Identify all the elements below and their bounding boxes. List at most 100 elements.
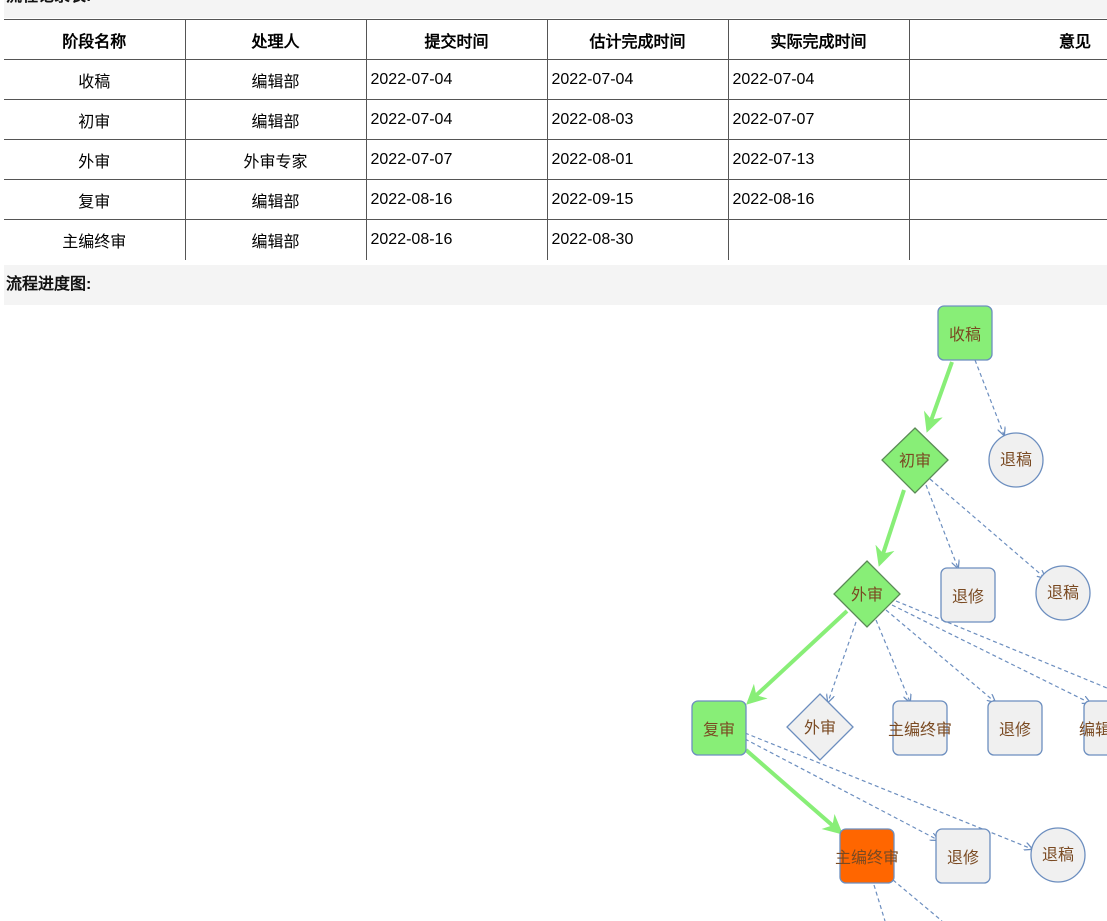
node-zhubian-current-label: 主编终审 [835, 849, 899, 867]
node-shougao-shape [937, 305, 993, 361]
cell-handler: 编辑部 [185, 179, 367, 220]
cell-opinion [909, 179, 1107, 220]
node-fushen-shape [691, 700, 747, 756]
cell-estimated-time: 2022-08-30 [547, 219, 729, 260]
progress-edges [744, 361, 954, 835]
edge-chushen-tuixiu [925, 484, 958, 568]
node-waishen-option-label: 外审 [804, 719, 836, 737]
node-tuixiu-1-shape [940, 567, 996, 623]
progress-chart-heading: 流程进度图: [4, 265, 1107, 305]
node-chushen-shape [881, 427, 949, 494]
node-shougao[interactable]: 收稿 [937, 305, 993, 361]
edge-waishen-offscreen [895, 600, 1107, 689]
col-header-estimated-time: 估计完成时间 [547, 19, 729, 60]
cell-estimated-time: 2022-08-01 [547, 139, 729, 180]
cell-stage: 收稿 [4, 59, 186, 100]
cell-stage: 外审 [4, 139, 186, 180]
edge-waishen-waishen [828, 621, 857, 702]
cell-submit-time: 2022-07-04 [366, 99, 548, 140]
node-tuixiu-3[interactable]: 退修 [935, 828, 991, 884]
cell-stage: 主编终审 [4, 219, 186, 260]
node-tuigao-1-label: 退稿 [1000, 451, 1032, 469]
process-flow-diagram: 收稿 退稿 初审 退修 退稿 外审 复审 外审 主编终审 退修 编辑 [691, 305, 1107, 921]
cell-actual-time: 2022-07-04 [728, 59, 910, 100]
node-tuixiu-2-shape [987, 700, 1043, 756]
node-tuixiu-3-shape [935, 828, 991, 884]
cell-actual-time: 2022-08-16 [728, 179, 910, 220]
node-waishen-shape [833, 560, 901, 628]
cell-handler: 编辑部 [185, 219, 367, 260]
col-header-stage: 阶段名称 [4, 19, 186, 60]
record-table-heading: 流程记录表: [4, 0, 1107, 18]
cell-actual-time: 2022-07-13 [728, 139, 910, 180]
col-header-submit-time: 提交时间 [366, 19, 548, 60]
process-record-table: 阶段名称 处理人 提交时间 估计完成时间 实际完成时间 意见 收稿 编辑部 20… [4, 19, 1107, 260]
node-zhubian-option-shape [892, 700, 948, 756]
cell-opinion [909, 99, 1107, 140]
node-tuigao-2-label: 退稿 [1047, 584, 1079, 602]
node-tuixiu-2[interactable]: 退修 [987, 700, 1043, 756]
node-tuixiu-2-label: 退修 [999, 721, 1031, 739]
col-header-opinion: 意见 [909, 19, 1107, 60]
node-zhubian-current[interactable]: 主编终审 [835, 828, 899, 884]
node-zhubian-option[interactable]: 主编终审 [888, 700, 952, 756]
node-tuigao-3-shape [1030, 827, 1086, 883]
table-header-row: 阶段名称 处理人 提交时间 估计完成时间 实际完成时间 意见 [4, 19, 1107, 60]
edge-fushen-zhubian [744, 748, 844, 835]
cell-handler: 外审专家 [185, 139, 367, 180]
node-tuixiu-1-label: 退修 [952, 588, 984, 606]
edge-zhubian-next-2 [892, 879, 943, 921]
table-row: 主编终审 编辑部 2022-08-16 2022-08-30 [4, 219, 1107, 260]
node-tuigao-1[interactable]: 退稿 [988, 432, 1044, 488]
node-tuixiu-1[interactable]: 退修 [940, 567, 996, 623]
edge-waishen-tuixiu [885, 609, 995, 702]
cell-actual-time [728, 219, 910, 260]
node-fushen[interactable]: 复审 [691, 700, 747, 756]
node-zhubian-option-label: 主编终审 [888, 721, 952, 739]
node-fushen-label: 复审 [703, 721, 735, 739]
table-row: 收稿 编辑部 2022-07-04 2022-07-04 2022-07-04 [4, 59, 1107, 100]
col-header-actual-time: 实际完成时间 [728, 19, 910, 60]
node-waishen-option-shape [786, 693, 854, 761]
edge-fushen-tuigao [744, 732, 1032, 849]
edge-shougao-chushen [923, 361, 954, 433]
cell-actual-time: 2022-07-07 [728, 99, 910, 140]
edge-chushen-tuigao [929, 478, 1045, 578]
node-chushen[interactable]: 初审 [881, 427, 949, 494]
cell-estimated-time: 2022-08-03 [547, 99, 729, 140]
cell-handler: 编辑部 [185, 99, 367, 140]
cell-submit-time: 2022-08-16 [366, 219, 548, 260]
cell-estimated-time: 2022-09-15 [547, 179, 729, 220]
node-tuigao-1-shape [988, 432, 1044, 488]
cell-submit-time: 2022-08-16 [366, 179, 548, 220]
edge-waishen-zhubian [875, 619, 910, 702]
option-edges [744, 359, 1107, 921]
node-waishen-option[interactable]: 外审 [786, 693, 854, 761]
node-waishen-label: 外审 [851, 586, 883, 604]
table-row: 初审 编辑部 2022-07-04 2022-08-03 2022-07-07 [4, 99, 1107, 140]
cell-submit-time: 2022-07-07 [366, 139, 548, 180]
cell-handler: 编辑部 [185, 59, 367, 100]
edge-waishen-bianji [891, 604, 1090, 703]
cell-opinion [909, 59, 1107, 100]
cell-estimated-time: 2022-07-04 [547, 59, 729, 100]
node-bianji-cut-shape [1083, 700, 1107, 756]
node-chushen-label: 初审 [899, 452, 931, 470]
table-row: 复审 编辑部 2022-08-16 2022-09-15 2022-08-16 [4, 179, 1107, 220]
node-zhubian-current-shape [839, 828, 895, 884]
cell-stage: 复审 [4, 179, 186, 220]
edge-fushen-tuixiu [744, 738, 938, 840]
col-header-handler: 处理人 [185, 19, 367, 60]
cell-stage: 初审 [4, 99, 186, 140]
edge-zhubian-next-1 [873, 884, 886, 921]
table-row: 外审 外审专家 2022-07-07 2022-08-01 2022-07-13 [4, 139, 1107, 180]
edge-waishen-fushen [746, 609, 849, 705]
node-waishen[interactable]: 外审 [833, 560, 901, 628]
node-tuigao-3[interactable]: 退稿 [1030, 827, 1086, 883]
node-shougao-label: 收稿 [949, 326, 981, 344]
edge-shougao-tuigao [974, 359, 1004, 435]
node-tuixiu-3-label: 退修 [947, 849, 979, 867]
node-tuigao-2[interactable]: 退稿 [1035, 565, 1091, 621]
cell-opinion [909, 220, 1107, 260]
node-bianji-cut[interactable]: 编辑 [1079, 700, 1107, 756]
